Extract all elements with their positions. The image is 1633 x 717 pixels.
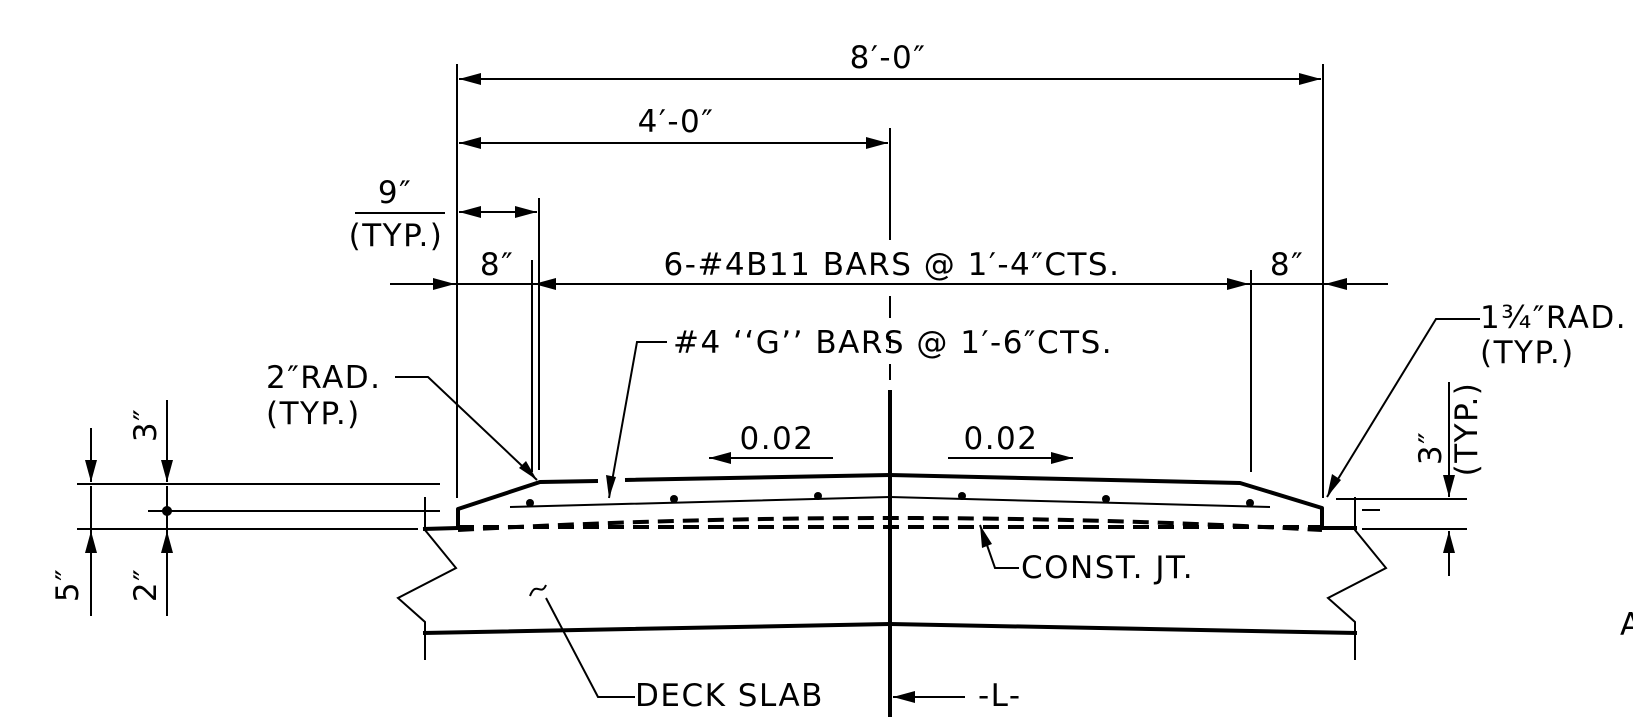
slope-arrow-left	[709, 452, 833, 464]
transverse-bars-callout: 6-#4B11 BARS @ 1′-4″CTS.	[664, 247, 1121, 283]
left-radius-label: 2″RAD.	[266, 360, 382, 396]
right-radius-label: 1¾″RAD.	[1480, 300, 1627, 336]
edge-right-label: 8″	[1270, 247, 1304, 283]
overall-width-label: 8′-0″	[850, 40, 927, 76]
curb-height-right-label: 3″	[1413, 431, 1449, 465]
slope-left-label: 0.02	[739, 421, 814, 457]
extension-lines	[77, 64, 1467, 530]
g-bars-callout: #4 ‘‘G’’ BARS @ 1′-6″CTS.	[673, 325, 1113, 361]
left-radius-note: (TYP.)	[266, 396, 361, 432]
chamfer-note: (TYP.)	[349, 218, 444, 254]
slope-right-label: 0.02	[963, 421, 1038, 457]
chamfer-label: 9″	[378, 175, 412, 211]
centerline-label: -L-	[978, 678, 1022, 714]
half-width-label: 4′-0″	[638, 104, 715, 140]
median-curb-outline	[456, 473, 1324, 528]
construction-joint-label: CONST. JT.	[1021, 550, 1194, 586]
left-vertical-dimensions	[85, 400, 173, 616]
slope-arrow-right	[948, 452, 1073, 464]
half-width-dimension	[459, 137, 888, 149]
deck-slab-label: DECK SLAB	[635, 678, 824, 714]
bar-spacing-dimension	[390, 278, 1388, 290]
bar-offset-label: 2″	[128, 568, 164, 602]
edge-left-label: 8″	[480, 247, 514, 283]
centerline-marker	[888, 128, 965, 717]
slab-depth-label: 5″	[50, 568, 86, 602]
edge-fragment-label: A	[1620, 607, 1633, 643]
overall-width-dimension	[459, 73, 1321, 85]
right-vertical-dimension	[1443, 382, 1455, 576]
curb-height-right-note: (TYP.)	[1449, 382, 1485, 477]
right-radius-note: (TYP.)	[1480, 335, 1575, 371]
chamfer-dimension	[355, 206, 537, 218]
curb-height-left-label: 3″	[128, 408, 164, 442]
leaders	[395, 318, 1480, 698]
